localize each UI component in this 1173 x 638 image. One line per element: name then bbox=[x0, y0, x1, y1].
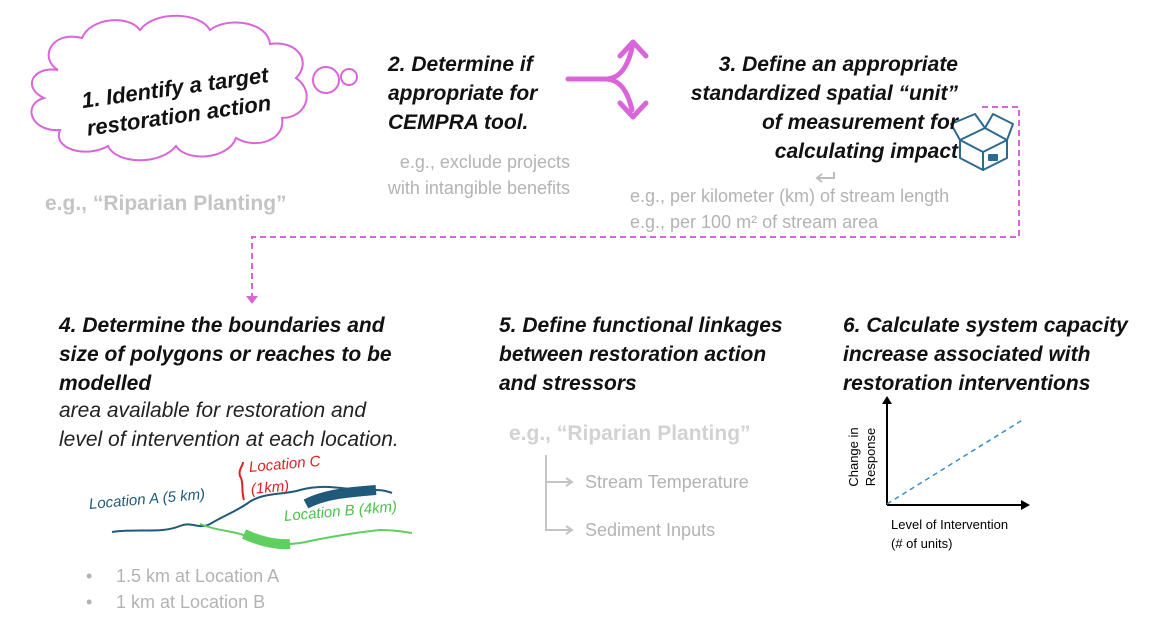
step4-bullets: • 1.5 km at Location A • 1 km at Location … bbox=[86, 563, 279, 615]
step6-title-line: restoration interventions bbox=[843, 372, 1091, 395]
step3-example: e.g., per kilometer (km) of stream lengt… bbox=[630, 183, 1010, 235]
step2-title-line: appropriate for bbox=[388, 82, 538, 105]
stream-map bbox=[111, 461, 413, 550]
step2-title-line: 2. Determine if bbox=[388, 53, 533, 76]
location-c-label: Location C (1km) bbox=[248, 451, 323, 501]
step2-title: 2. Determine if appropriate for CEMPRA t… bbox=[388, 50, 568, 137]
step5-title-line: 5. Define functional linkages bbox=[499, 314, 783, 337]
step4-title-line: size of polygons or reaches to be bbox=[59, 343, 392, 366]
step5-title: 5. Define functional linkages between re… bbox=[499, 311, 819, 398]
chart-y-label: Change in Response bbox=[845, 397, 879, 517]
step5-title-line: between restoration action bbox=[499, 343, 767, 366]
split-arrow-icon bbox=[565, 39, 649, 120]
step6-title-line: 6. Calculate system capacity bbox=[843, 314, 1128, 337]
box-icon bbox=[950, 113, 1014, 171]
bullet-dot: • bbox=[86, 592, 93, 612]
chart-x-label-line: Level of Intervention bbox=[891, 517, 1009, 532]
bullet-text: 1 km at Location B bbox=[116, 592, 266, 612]
step5-example: e.g., “Riparian Planting” bbox=[509, 422, 751, 445]
linkage-sediment-inputs: Sediment Inputs bbox=[585, 520, 716, 540]
step4-subtitle-line: area available for restoration and bbox=[59, 399, 367, 422]
step6-title: 6. Calculate system capacity increase as… bbox=[843, 311, 1168, 398]
cloud-icon bbox=[30, 14, 358, 162]
return-arrow-icon bbox=[815, 172, 835, 183]
linkage-stream-temperature: Stream Temperature bbox=[585, 472, 749, 492]
bullet-dot: • bbox=[86, 566, 93, 586]
step6-title-line: increase associated with bbox=[843, 343, 1091, 366]
step5-title-line: and stressors bbox=[499, 372, 637, 395]
chart-y-label-line: Change in bbox=[846, 427, 861, 487]
step3-title: 3. Define an appropriate standardized sp… bbox=[668, 50, 958, 166]
step3-title-line: 3. Define an appropriate bbox=[718, 53, 958, 76]
bullet-item: • 1 km at Location B bbox=[86, 589, 279, 615]
step3-example-line: e.g., per 100 m² of stream area bbox=[630, 212, 879, 232]
chart-x-label: Level of Intervention (# of units) bbox=[891, 515, 1008, 553]
dashed-connector bbox=[246, 106, 1020, 304]
step4-title-line: 4. Determine the boundaries and bbox=[59, 314, 385, 337]
step4-title-line: modelled bbox=[59, 372, 152, 395]
step3-example-line: e.g., per kilometer (km) of stream lengt… bbox=[630, 186, 950, 206]
step3-title-line: standardized spatial “unit” bbox=[690, 82, 958, 105]
step3-title-line: of measurement for bbox=[761, 111, 958, 134]
step3-title-line: calculating impact bbox=[774, 140, 958, 163]
step1-example: e.g., “Riparian Planting” bbox=[45, 192, 287, 215]
response-line bbox=[886, 418, 1025, 505]
step4-subtitle: area available for restoration and level… bbox=[59, 396, 459, 454]
response-chart bbox=[882, 396, 1030, 510]
bullet-text: 1.5 km at Location A bbox=[116, 566, 280, 586]
step2-example-line: e.g., exclude projects bbox=[399, 152, 570, 172]
step2-example-line: with intangible benefits bbox=[387, 178, 570, 198]
step4-subtitle-line: level of intervention at each location. bbox=[59, 428, 399, 451]
step2-example: e.g., exclude projects with intangible b… bbox=[360, 149, 570, 201]
bullet-item: • 1.5 km at Location A bbox=[86, 563, 279, 589]
step4-title: 4. Determine the boundaries and size of … bbox=[59, 311, 459, 398]
linkage-tree bbox=[545, 455, 574, 535]
chart-y-label-line: Response bbox=[863, 427, 878, 487]
chart-x-label-line: (# of units) bbox=[891, 536, 953, 551]
step2-title-line: CEMPRA tool. bbox=[388, 111, 529, 134]
